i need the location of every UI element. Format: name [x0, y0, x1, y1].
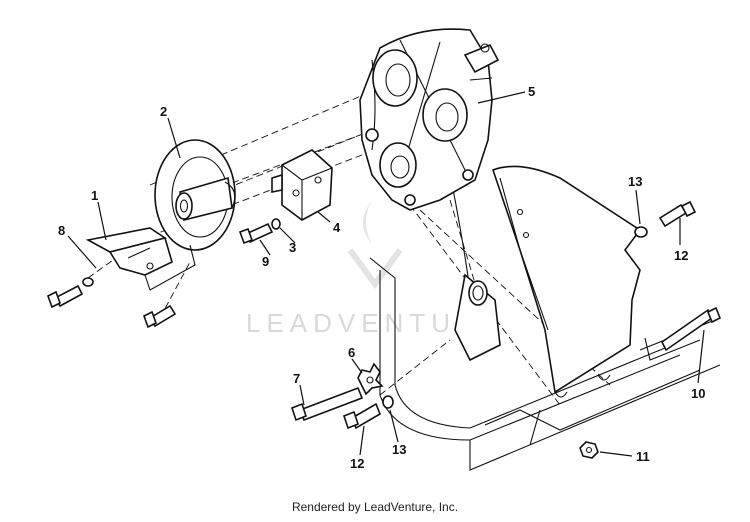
long-bolt [291, 386, 364, 422]
callout-1: 1 [91, 188, 98, 203]
gearcase-housing [359, 28, 500, 211]
bolt-and-washer-lower [343, 395, 394, 430]
callout-13-lower: 13 [392, 442, 406, 457]
callouts: 1 2 3 4 5 6 7 8 9 10 11 12 12 13 13 [58, 84, 705, 471]
drive-pulley [154, 139, 236, 251]
callout-4: 4 [333, 220, 341, 235]
hex-nut [579, 441, 599, 459]
callout-6: 6 [348, 345, 355, 360]
frame-base [369, 149, 721, 471]
long-bolt-right [660, 306, 722, 352]
callout-9: 9 [262, 254, 269, 269]
footer-credit: Rendered by LeadVenture, Inc. [291, 500, 459, 514]
leader-lines [67, 91, 705, 457]
callout-8: 8 [58, 223, 65, 238]
callout-13-upper: 13 [628, 174, 642, 189]
callout-11: 11 [636, 449, 650, 464]
callout-12-lower: 12 [350, 456, 364, 471]
callout-5: 5 [528, 84, 535, 99]
callout-10: 10 [691, 386, 705, 401]
hardware-lower-left [47, 277, 177, 329]
star-nut [357, 362, 384, 396]
callout-2: 2 [160, 104, 167, 119]
brake-bracket [85, 227, 196, 291]
belt-guide-bracket [271, 149, 333, 221]
center-bracket [454, 273, 501, 362]
bolt-and-washer-upper [634, 200, 697, 238]
callout-12-upper: 12 [674, 248, 688, 263]
side-shroud [491, 165, 642, 398]
bolt-and-washer-small [238, 218, 281, 245]
callout-7: 7 [293, 371, 300, 386]
callout-3: 3 [289, 240, 296, 255]
